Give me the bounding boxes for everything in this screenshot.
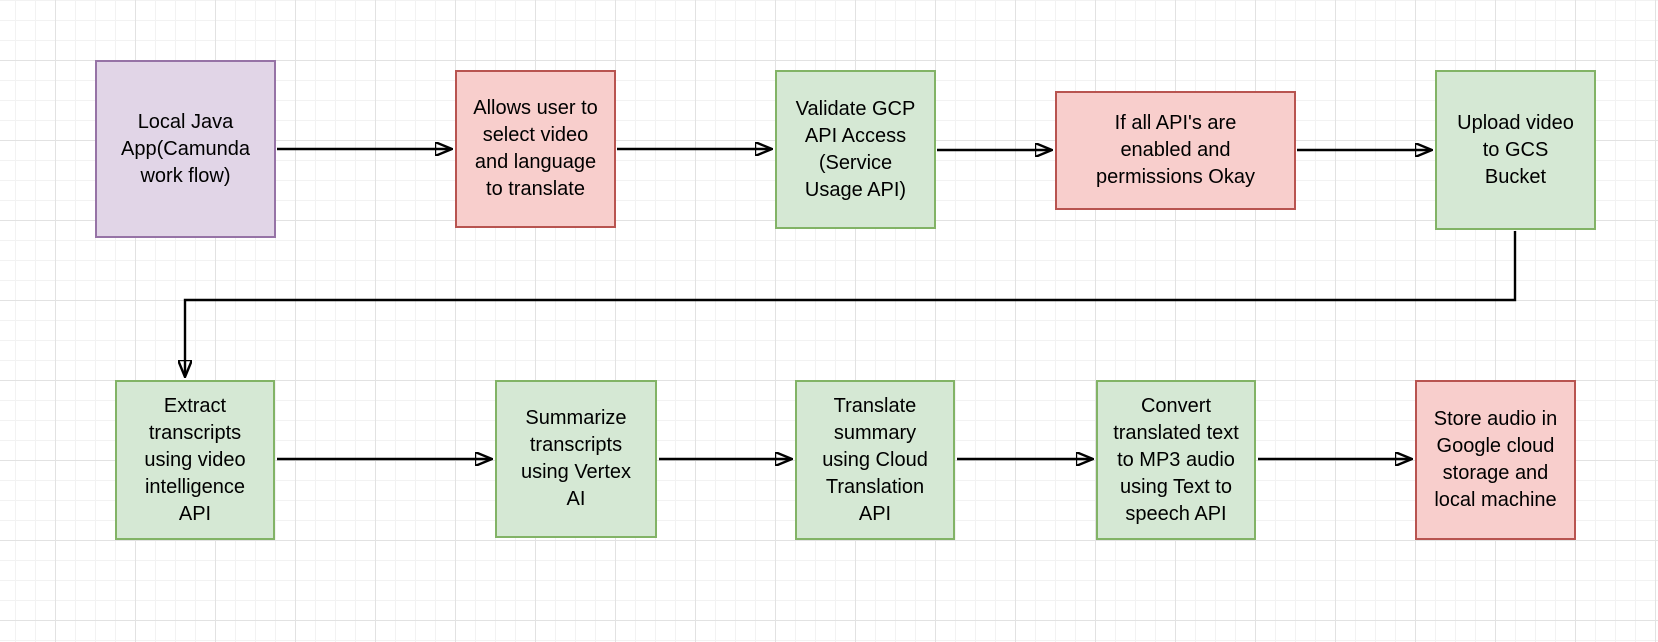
node-summarize-transcripts[interactable]: Summarize transcripts using Vertex AI — [495, 380, 657, 538]
node-convert-text-to-mp3[interactable]: Convert translated text to MP3 audio usi… — [1096, 380, 1256, 540]
node-extract-transcripts[interactable]: Extract transcripts using video intellig… — [115, 380, 275, 540]
node-upload-video-gcs[interactable]: Upload video to GCS Bucket — [1435, 70, 1596, 230]
node-validate-gcp-api-access-label: Validate GCP API Access (Service Usage A… — [795, 97, 916, 201]
node-apis-enabled-check-label: If all API's are enabled and permissions… — [1096, 112, 1255, 188]
node-local-java-app-label: Local Java App(Camunda work flow) — [121, 110, 250, 187]
node-summarize-transcripts-label: Summarize transcripts using Vertex AI — [520, 407, 632, 510]
node-translate-summary-label: Translate summary using Cloud Translatio… — [822, 394, 928, 525]
node-apis-enabled-check[interactable]: If all API's are enabled and permissions… — [1055, 91, 1296, 210]
node-translate-summary[interactable]: Translate summary using Cloud Translatio… — [795, 380, 955, 540]
node-convert-text-to-mp3-label: Convert translated text to MP3 audio usi… — [1113, 394, 1239, 525]
node-local-java-app[interactable]: Local Java App(Camunda work flow) — [95, 60, 276, 238]
node-select-video-language[interactable]: Allows user to select video and language… — [455, 70, 616, 228]
edge-upload-video-to-extract-transcripts[interactable] — [185, 231, 1517, 376]
node-extract-transcripts-label: Extract transcripts using video intellig… — [144, 394, 246, 525]
node-select-video-language-label: Allows user to select video and language… — [473, 97, 598, 200]
node-upload-video-gcs-label: Upload video to GCS Bucket — [1457, 111, 1574, 188]
node-validate-gcp-api-access[interactable]: Validate GCP API Access (Service Usage A… — [775, 70, 936, 229]
node-store-audio[interactable]: Store audio in Google cloud storage and … — [1415, 380, 1576, 540]
node-store-audio-label: Store audio in Google cloud storage and … — [1433, 408, 1558, 511]
